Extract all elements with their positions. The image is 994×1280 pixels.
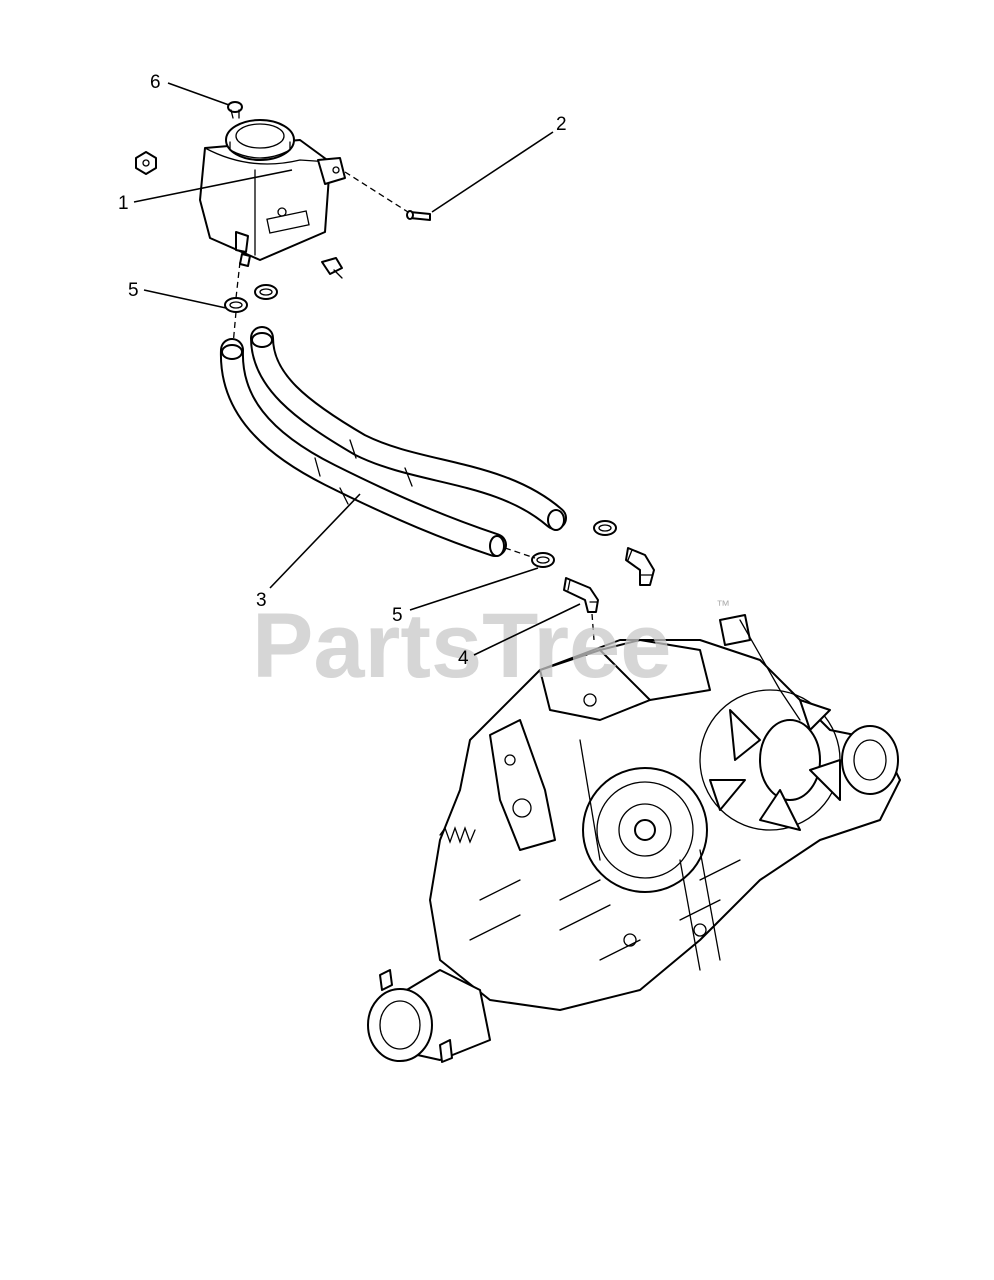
callout-3: 3 bbox=[256, 493, 361, 611]
callout-5-upper: 5 bbox=[128, 280, 227, 309]
callout-6: 6 bbox=[150, 72, 230, 106]
watermark-brand: PartsTree bbox=[252, 595, 671, 697]
hose-clamp-upper-2 bbox=[254, 284, 278, 300]
callout-2: 2 bbox=[431, 114, 567, 213]
callout-label: 1 bbox=[118, 193, 129, 214]
callout-label: 4 bbox=[458, 648, 469, 669]
pin bbox=[406, 210, 431, 221]
hose-clamp-lower-2 bbox=[593, 520, 617, 536]
watermark-trademark: ™ bbox=[716, 597, 730, 613]
callout-label: 3 bbox=[256, 590, 267, 611]
watermark: PartsTree ™ bbox=[252, 595, 730, 697]
reservoir-tank bbox=[199, 119, 346, 267]
elbow-fitting bbox=[563, 577, 599, 613]
nut bbox=[135, 151, 157, 175]
elbow-fitting-2 bbox=[625, 547, 655, 586]
callout-label: 5 bbox=[128, 280, 139, 301]
callout-5-lower: 5 bbox=[392, 567, 539, 626]
callout-label: 6 bbox=[150, 72, 161, 93]
hoses bbox=[219, 326, 567, 557]
callout-label: 2 bbox=[556, 114, 567, 135]
callout-4: 4 bbox=[458, 603, 581, 669]
hose-clamp-upper bbox=[224, 297, 248, 313]
bolt bbox=[321, 257, 343, 279]
screw-top bbox=[227, 101, 243, 119]
transaxle-assembly bbox=[367, 614, 901, 1063]
callout-1: 1 bbox=[118, 169, 293, 214]
callout-label: 5 bbox=[392, 605, 403, 626]
hose-clamp-lower bbox=[531, 552, 555, 568]
cooling-fan bbox=[699, 689, 841, 831]
